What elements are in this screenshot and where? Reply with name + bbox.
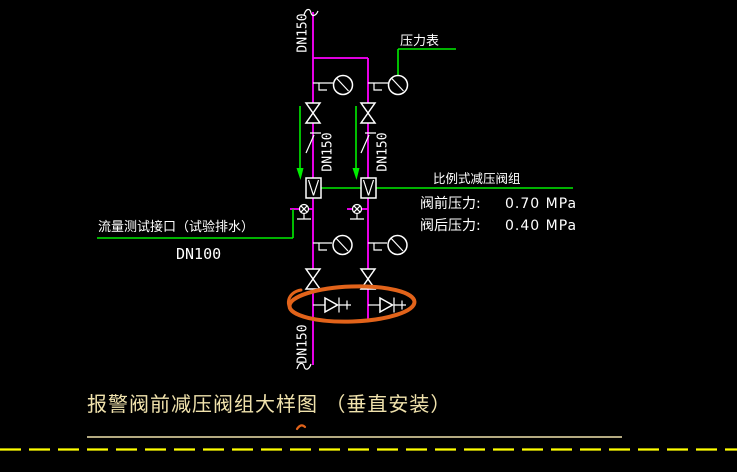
check-valve-symbol <box>313 296 351 314</box>
flow-test-port-label: 流量测试接口（试验排水） <box>98 220 255 235</box>
pressure-gauge-symbol <box>387 74 409 96</box>
upstream-pressure-value: 0.70 MPa <box>505 196 578 212</box>
pressure-gauge-symbol <box>332 74 354 96</box>
pressure-reducing-valve-symbol <box>305 177 322 199</box>
gauge-branch-lines <box>313 82 388 251</box>
butterfly-valve-symbol <box>304 268 322 290</box>
leader-lines <box>97 48 573 239</box>
flow-direction-arrow <box>352 106 360 180</box>
dn-drain-label: DN100 <box>176 245 222 263</box>
dn-label-mid-right: DN150 <box>375 132 391 172</box>
drawing-title: 报警阀前减压阀组大样图 （垂直安装） <box>87 392 452 416</box>
pressure-gauge-symbol <box>332 234 353 256</box>
pipe-break-symbol <box>303 8 319 17</box>
pipe-break-symbol <box>296 362 312 370</box>
valve-group-label: 比例式减压阀组 <box>433 171 521 186</box>
highlight-stray-mark <box>295 424 307 431</box>
downstream-pressure-label: 阀后压力: <box>420 218 481 234</box>
butterfly-valve-symbol <box>359 268 377 290</box>
dn-label-mid-left: DN150 <box>320 132 336 172</box>
butterfly-valve-symbol <box>304 102 322 124</box>
test-drain-valve-symbol <box>297 203 311 220</box>
downstream-pressure-value: 0.40 MPa <box>505 218 578 234</box>
pressure-gauge-symbol <box>387 234 408 256</box>
pressure-reducing-valve-symbol <box>360 177 377 199</box>
flow-direction-arrow <box>296 106 304 180</box>
highlight-ellipse-annotation <box>286 284 417 431</box>
upstream-pressure-label: 阀前压力: <box>420 196 481 212</box>
butterfly-valve-symbol <box>359 102 377 124</box>
dimension-leader-tick <box>305 132 376 154</box>
dn-label-top: DN150 <box>295 13 311 53</box>
check-valve-symbol <box>368 296 406 314</box>
dn-label-bottom: DN150 <box>295 324 311 364</box>
test-drain-valve-symbol <box>350 203 364 220</box>
pressure-gauge-label: 压力表 <box>400 34 440 49</box>
